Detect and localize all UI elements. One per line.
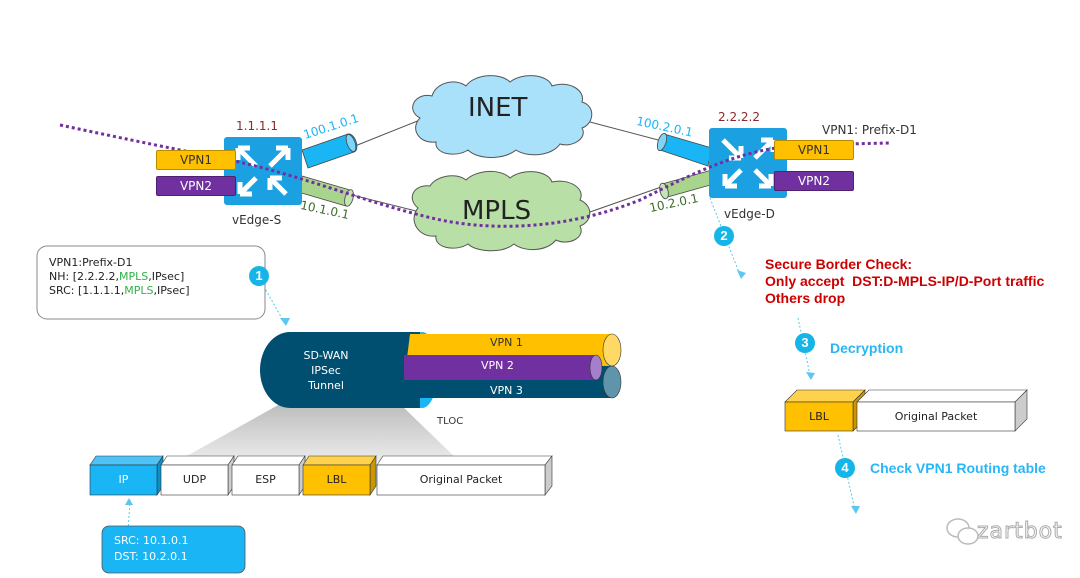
decap-packet-graphic [784,389,1028,432]
src-suffix: ,IPsec] [153,284,190,297]
source-vpn1-badge: VPN1 [156,150,236,170]
step-2-text: Secure Border Check: Only accept DST:D-M… [765,256,1044,307]
secure-border-check-rule: Only accept DST:D-MPLS-IP/D-Port traffic [765,273,1045,289]
source-router-name: vEdge-S [232,213,282,227]
mpls-label: MPLS [462,196,532,226]
encap-field-lbl: LBL [326,473,347,486]
tunnel-label-line: IPSec [311,364,341,377]
tunnel-vpn3-label: VPN 3 [490,384,523,397]
step-3-badge: 3 [795,333,815,353]
destination-vpn1-badge: VPN1 [774,140,854,160]
step-2-badge: 2 [714,226,734,246]
source-router-icon [224,137,302,205]
ip-header-text: SRC: 10.1.0.1 DST: 10.2.0.1 [114,533,188,565]
source-system-ip: 1.1.1.1 [236,119,278,133]
mpls-link-destination [589,185,665,213]
inet-link-source [349,119,421,149]
step-3-label: Decryption [830,340,904,356]
tunnel-label-line: Tunnel [308,379,344,392]
route-source: SRC: [1.1.1.1,MPLS,IPsec] [49,284,190,298]
vpn2-pipe [404,355,596,380]
destination-router-name: vEdge-D [724,207,775,221]
route-prefix: VPN1:Prefix-D1 [49,256,133,269]
step-4-badge: 4 [835,458,855,478]
tunnel-vpn2-label: VPN 2 [481,359,514,372]
encap-field-esp: ESP [255,473,276,486]
route-info-text: VPN1:Prefix-D1 NH: [2.2.2.2,MPLS,IPsec] … [49,256,190,298]
inet-link-destination [589,121,663,142]
mpls-cloud [411,171,591,252]
destination-system-ip: 2.2.2.2 [718,110,760,124]
ipsec-tunnel-graphic [176,332,622,462]
ip-header-box [101,525,246,574]
destination-router-icon [709,128,787,198]
step-1-badge: 1 [249,266,269,286]
src-transport: MPLS [124,284,154,297]
source-inet-interface [301,133,358,169]
destination-vpn2-badge: VPN2 [774,171,854,191]
secure-border-check-title: Secure Border Check: [765,256,913,272]
nh-suffix: ,IPsec] [148,270,185,283]
encap-field-udp: UDP [182,473,207,486]
step-4-label: Check VPN1 Routing table [870,460,1046,476]
source-vpn2-badge: VPN2 [156,176,236,196]
destination-prefix-label: VPN1: Prefix-D1 [822,123,917,137]
wechat-icon [946,518,979,545]
src-prefix: SRC: [1.1.1.1, [49,284,125,297]
encap-packet-graphic [89,455,553,496]
secure-border-check-drop: Others drop [765,290,846,306]
inet-label: INET [468,93,528,123]
tunnel-vpn1-label: VPN 1 [490,336,523,349]
inet-cloud [412,75,593,158]
nh-transport: MPLS [118,270,149,283]
watermark-text: zartbot [977,519,1063,545]
ip-header-src: SRC: 10.1.0.1 [114,534,189,547]
encap-field-ip: IP [118,473,129,486]
destination-inet-interface [656,132,713,167]
decap-field-original: Original Packet [894,410,978,423]
mpls-link-source [351,194,421,213]
route-next-hop: NH: [2.2.2.2,MPLS,IPsec] [49,270,190,284]
nh-prefix: NH: [2.2.2.2, [49,270,119,283]
tunnel-label: SD-WAN IPSec Tunnel [286,348,366,393]
source-mpls-interface [297,175,354,207]
arrow-heads [125,270,860,514]
encap-field-original: Original Packet [419,473,503,486]
decap-field-lbl: LBL [809,410,829,423]
ip-header-dst: DST: 10.2.0.1 [114,550,188,563]
tloc-label: TLOC [437,416,464,427]
tunnel-label-line: SD-WAN [303,349,349,362]
